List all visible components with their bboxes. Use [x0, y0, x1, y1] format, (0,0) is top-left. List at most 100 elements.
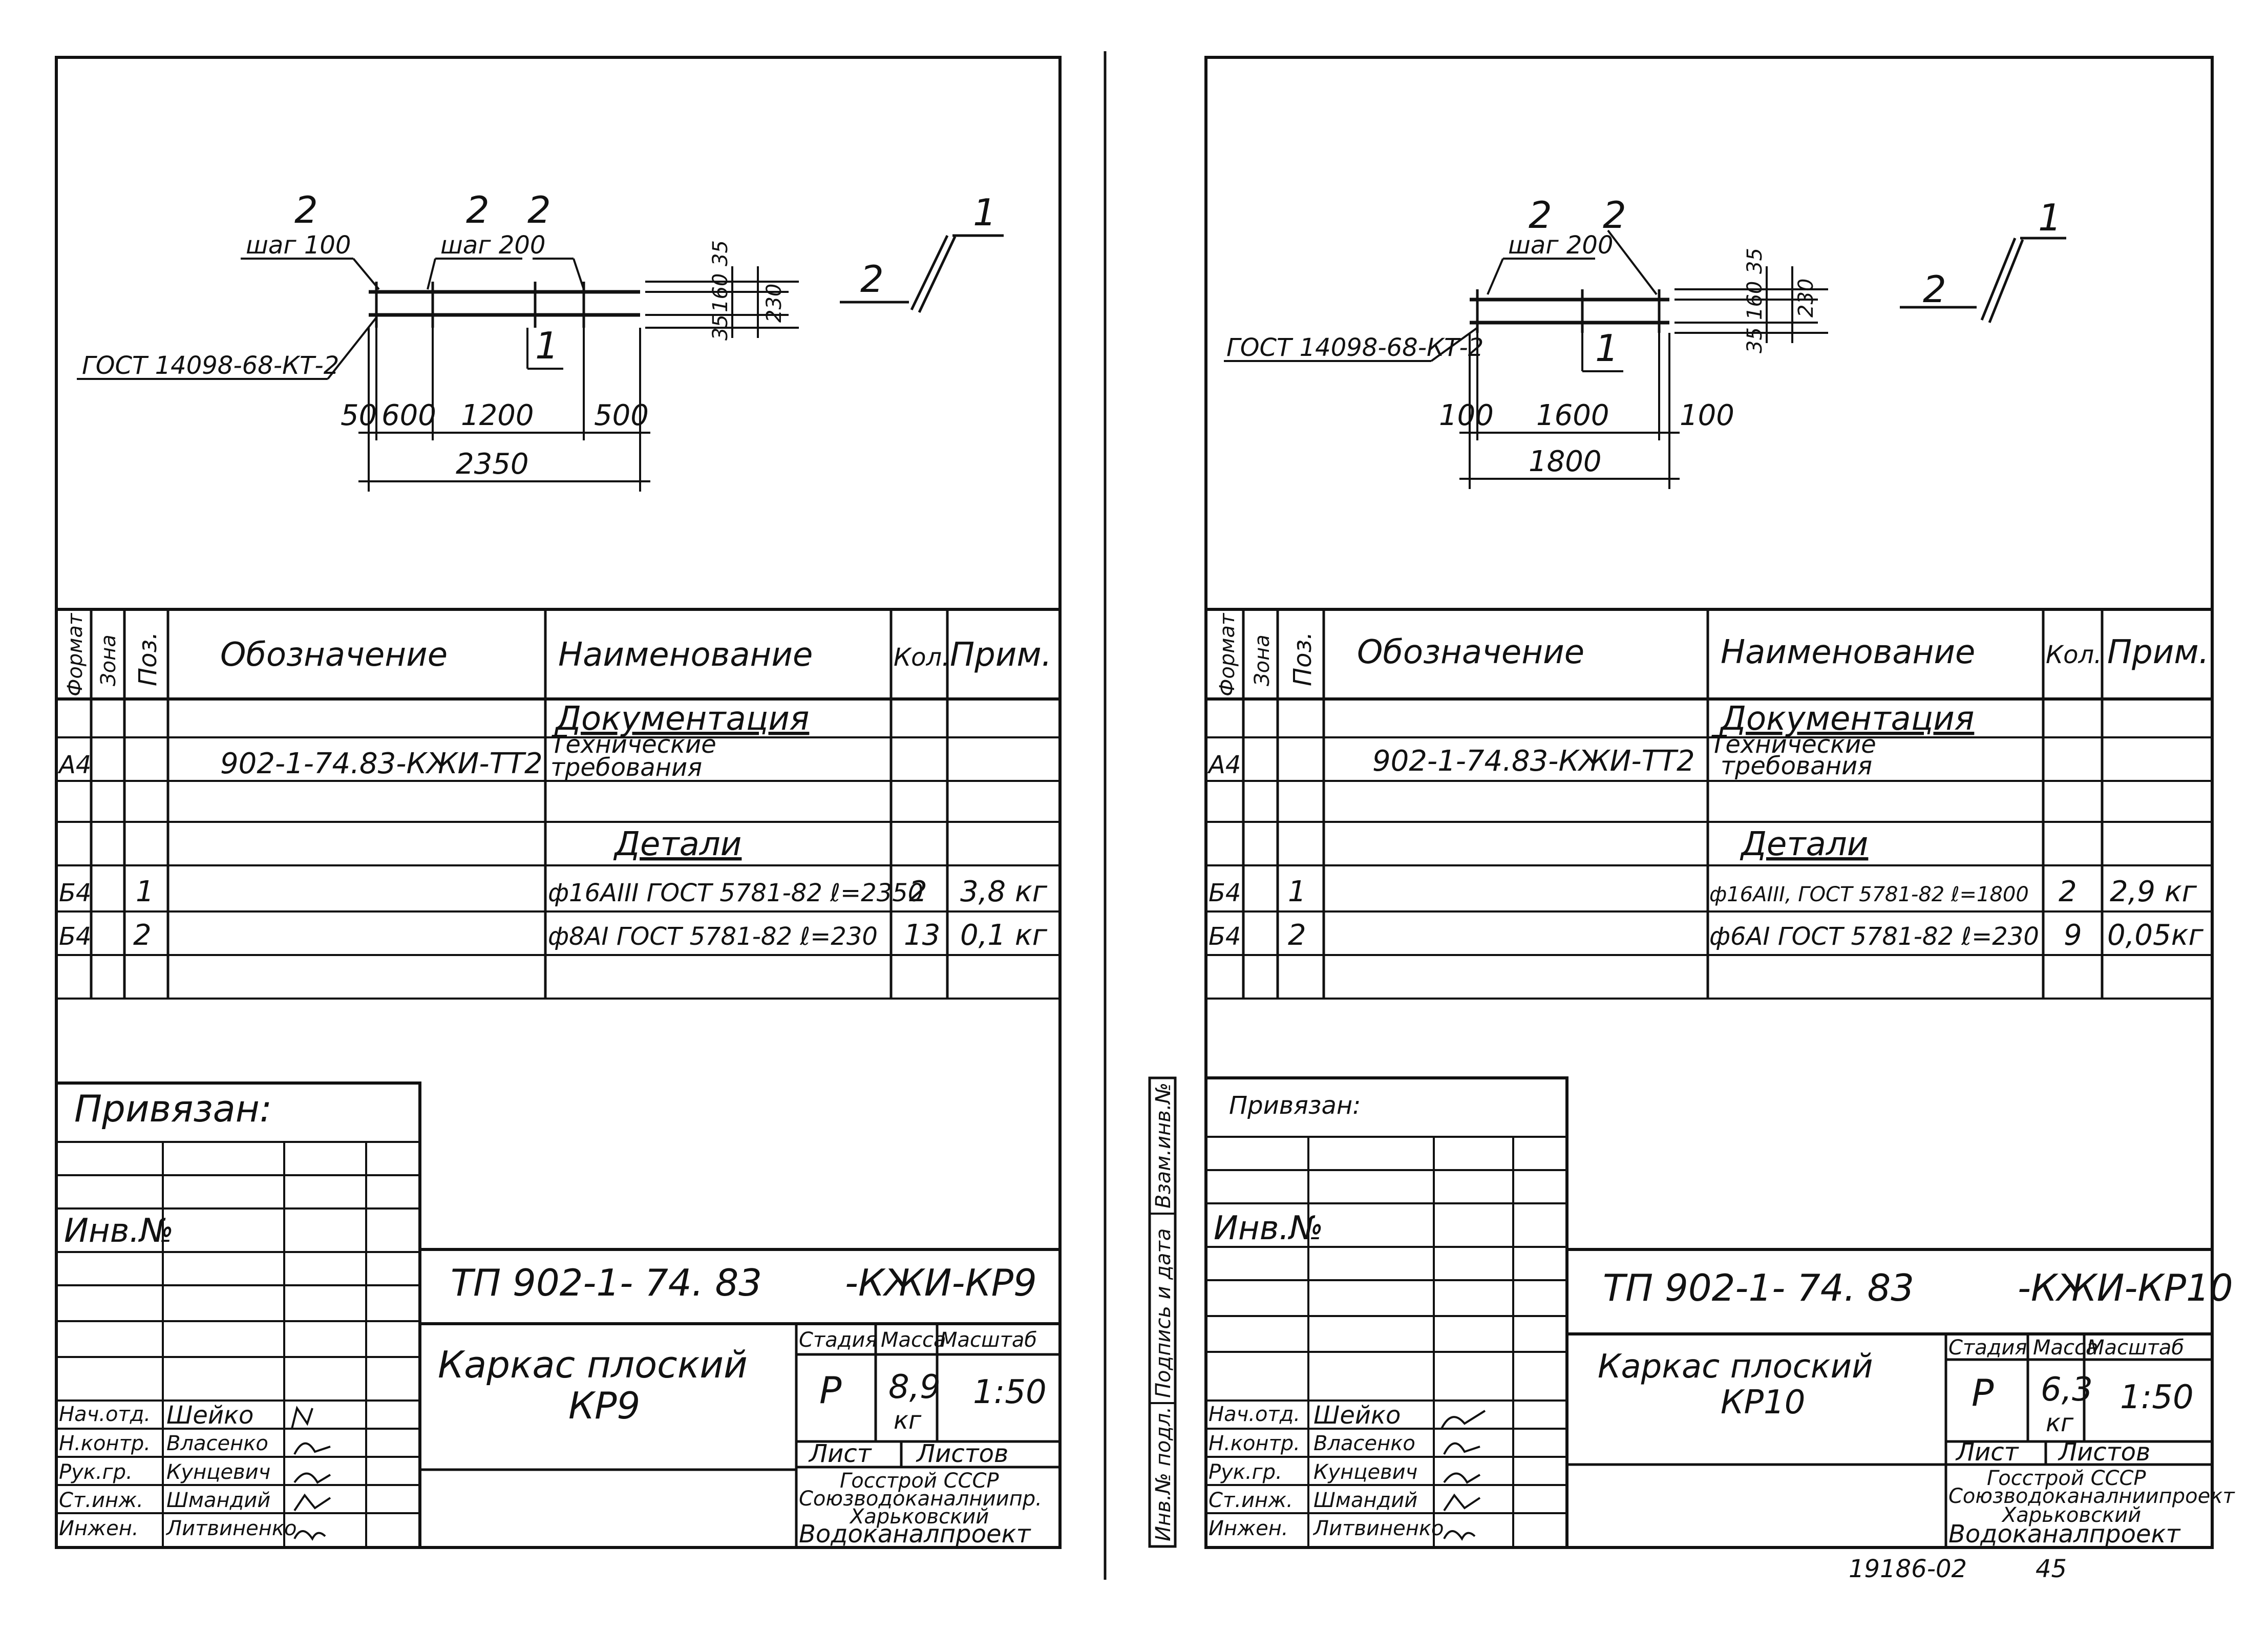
role-label: Рук.гр.: [1209, 1460, 1282, 1484]
archive-number: 19186-02: [1849, 1555, 1967, 1583]
cell-note: 0,1 кг: [960, 919, 1048, 952]
col-header: Кол.: [2046, 641, 2102, 669]
cell-pos: 1: [136, 875, 154, 908]
org-line: Союзводоканалниипр.: [799, 1487, 1042, 1511]
person-name: Литвиненко: [165, 1517, 297, 1540]
role-label: Рук.гр.: [59, 1460, 133, 1484]
detail-mark: 1: [973, 191, 997, 234]
cell-name: Технические: [1710, 730, 1876, 759]
org-line: Харьковский: [2001, 1503, 2141, 1527]
frame-drawing: 2 2 2 шаг 100 шаг 200 ГОСТ 14098-68-КТ-2…: [77, 188, 1004, 492]
dim-total: 1800: [1529, 445, 1602, 478]
col-header: Масштаб: [940, 1328, 1037, 1352]
mass-unit: кг: [894, 1406, 922, 1435]
cell-qty: 9: [2064, 919, 2082, 952]
section-heading: Документация: [554, 700, 809, 738]
callout-pos: 2: [466, 188, 490, 231]
org-line: Водоканалпроект: [799, 1520, 1031, 1549]
role-label: Н.контр.: [1209, 1432, 1300, 1455]
person-name: Шейко: [1313, 1401, 1401, 1430]
cell-name: ф16АIII, ГОСТ 5781-82 ℓ=1800: [1709, 883, 2029, 906]
cell-designation: 902-1-74.83-КЖИ-ТТ2: [220, 747, 543, 780]
title-block: Инв.№ подл. Подпись и дата Взам.инв.№: [1148, 1076, 2235, 1549]
callout-pos: 2: [1529, 194, 1552, 237]
col-header: Наименование: [558, 636, 813, 674]
section-heading: Детали: [1740, 825, 1868, 863]
drawing-title: КР10: [1721, 1384, 1805, 1422]
cell-name: Технические: [550, 730, 716, 759]
pitch-label: шаг 200: [440, 231, 545, 260]
side-label: Взам.инв.№: [1152, 1083, 1175, 1208]
dim-label: 230: [762, 284, 786, 323]
person-name: Власенко: [1313, 1432, 1415, 1455]
role-label: Ст.инж.: [59, 1489, 143, 1512]
cell-format: Б4: [59, 879, 91, 907]
col-header: Кол.: [894, 643, 949, 672]
col-header: Зона: [97, 634, 120, 686]
pitch-label: шаг 200: [1508, 231, 1613, 260]
side-label: Подпись и дата: [1152, 1228, 1175, 1398]
side-label: Инв.№ подл.: [1152, 1407, 1175, 1541]
dim-label: 35: [1743, 248, 1767, 274]
inv-label: Инв.№: [64, 1212, 174, 1250]
frame-drawing: 2 2 шаг 200 ГОСТ 14098-68-КТ-2 1 100 160…: [1224, 194, 2066, 489]
col-header: Поз.: [134, 632, 162, 686]
callout-pos: 2: [294, 188, 318, 231]
col-header: Обозначение: [1357, 633, 1584, 671]
org-line: Госстрой СССР: [1987, 1467, 2146, 1490]
sheet-left: 2 2 2 шаг 100 шаг 200 ГОСТ 14098-68-КТ-2…: [55, 56, 1062, 1549]
person-name: Шейко: [166, 1401, 253, 1430]
signatures: [291, 1406, 331, 1541]
person-name: Шмандий: [1313, 1489, 1417, 1512]
col-header: Наименование: [1721, 633, 1975, 671]
sheet-frame: [55, 56, 1062, 1549]
bound-label: Привязан:: [1229, 1091, 1361, 1120]
role-label: Ст.инж.: [1209, 1489, 1293, 1512]
gost-label: ГОСТ 14098-68-КТ-2: [1226, 333, 1483, 362]
pitch-label: шаг 100: [246, 231, 351, 260]
page-number: 45: [2036, 1555, 2067, 1583]
org-line: Харьковский: [849, 1505, 989, 1529]
dim-label: 600: [381, 399, 436, 432]
col-header: Масса: [2033, 1336, 2099, 1360]
mass-value: 8,9: [888, 1368, 941, 1406]
org-line: Союзводоканалниипроект: [1948, 1484, 2235, 1508]
spec-table: Формат Зона Поз. Обозначение Наименовани…: [1206, 608, 2212, 1000]
title-block: Привязан: Инв.№ ТП 902-1- 74. 83 -КЖИ-КР…: [55, 1081, 1060, 1549]
person-name: Власенко: [166, 1432, 268, 1455]
dim-label: 160: [1743, 281, 1767, 320]
inv-label: Инв.№: [1214, 1210, 1323, 1247]
doc-code: ТП 902-1- 74. 83: [451, 1261, 762, 1304]
col-header: Зона: [1250, 634, 1274, 686]
cell-name: ф8АI ГОСТ 5781-82 ℓ=230: [548, 922, 878, 951]
section-mark: 1: [1595, 327, 1619, 370]
col-header: Формат: [63, 612, 87, 696]
sheet-frame: [1204, 56, 2214, 1549]
cell-format: Б4: [1209, 879, 1241, 907]
cell-pos: 1: [1288, 875, 1306, 908]
drawing-title: КР9: [568, 1384, 640, 1427]
section-heading: Документация: [1719, 700, 1974, 738]
col-header: Стадия: [799, 1328, 877, 1352]
sheet-right: 2 2 шаг 200 ГОСТ 14098-68-КТ-2 1 100 160…: [1148, 56, 2235, 1583]
cell-qty: 13: [904, 919, 940, 952]
section-heading: Детали: [613, 825, 741, 863]
cell-format: А4: [1207, 751, 1241, 779]
cell-pos: 2: [1288, 919, 1306, 952]
dim-label: 50: [341, 399, 377, 432]
col-header: Масштаб: [2087, 1336, 2184, 1360]
col-header: Стадия: [1948, 1336, 2027, 1360]
role-label: Нач.отд.: [59, 1403, 151, 1426]
org-line: Водоканалпроект: [1948, 1520, 2181, 1549]
section-mark: 1: [535, 324, 559, 367]
detail-mark: 2: [860, 258, 884, 301]
drawing-title: Каркас плоский: [1598, 1348, 1873, 1386]
mass-unit: кг: [2046, 1409, 2074, 1437]
role-label: Н.контр.: [59, 1432, 151, 1455]
cell-name: ф16АIII ГОСТ 5781-82 ℓ=2350: [548, 879, 923, 907]
detail-mark: 2: [1923, 268, 1946, 311]
dim-label: 100: [1439, 399, 1494, 432]
dim-label: 230: [1794, 279, 1818, 317]
col-header: Прим.: [950, 636, 1052, 674]
sheets-label: Листов: [2058, 1438, 2150, 1467]
